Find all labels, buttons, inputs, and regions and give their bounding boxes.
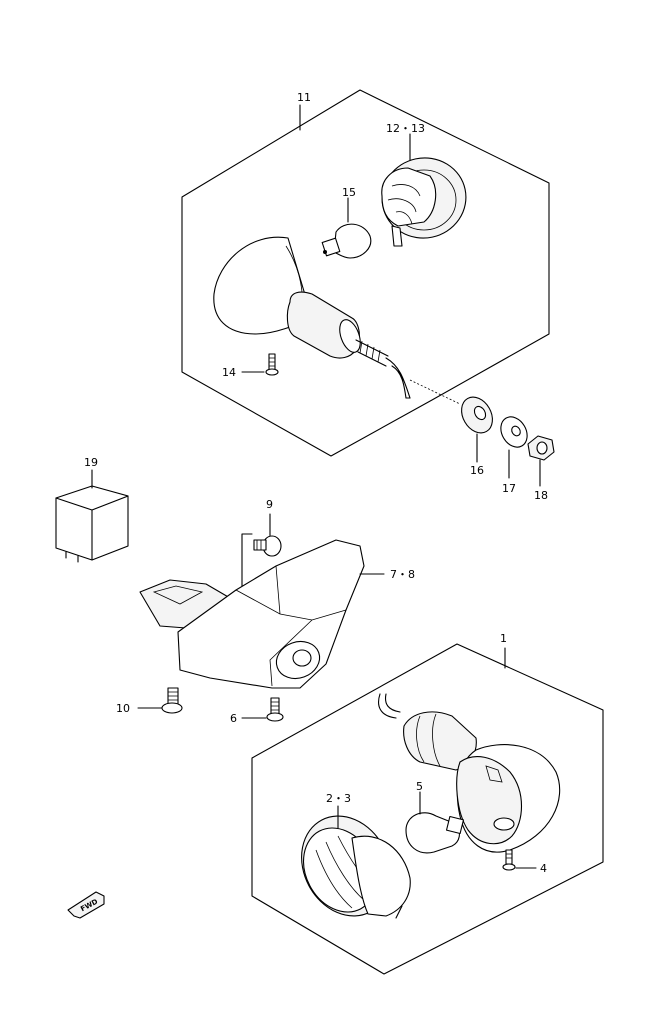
bulb-15 [321,223,372,259]
label-12-13: 12・13 [386,122,425,135]
label-14: 14 [222,366,236,379]
label-10: 10 [116,702,130,715]
label-9: 9 [266,498,273,511]
lens-tab [395,905,403,919]
washer-17 [500,416,528,448]
assembly-1-outline [251,643,604,975]
label-6: 6 [230,712,237,725]
label-2-3: 2・3 [326,792,351,805]
bracket-cover [177,539,365,689]
label-19: 19 [84,456,98,469]
label-11: 11 [297,91,311,104]
bulb-5 [405,812,465,854]
label-5: 5 [416,780,423,793]
label-1: 1 [500,632,507,645]
label-7-8: 7・8 [390,568,415,581]
assembly-11-outline [181,89,550,457]
lens-2-3 [301,815,411,917]
fwd-arrow-icon: FWD [67,891,105,919]
screw-14 [265,353,279,376]
nut-18 [527,435,555,461]
wire [385,357,411,399]
leader-9-bracket [241,533,253,587]
washer-16 [461,396,493,434]
label-4: 4 [540,862,547,875]
label-17: 17 [502,482,516,495]
label-18: 18 [534,489,548,502]
bracket-7-8 [139,539,365,689]
bolt-9 [253,535,282,557]
bolt-10 [161,687,183,714]
bolt-6 [266,697,284,722]
label-15: 15 [342,186,356,199]
socket-12-13 [381,157,467,247]
screw-4 [502,849,516,871]
label-16: 16 [470,464,484,477]
threaded-stud [355,339,389,367]
lower-turn-signal-assembly [251,643,604,975]
relay-19 [55,485,129,563]
upper-turn-signal-assembly [181,89,550,457]
